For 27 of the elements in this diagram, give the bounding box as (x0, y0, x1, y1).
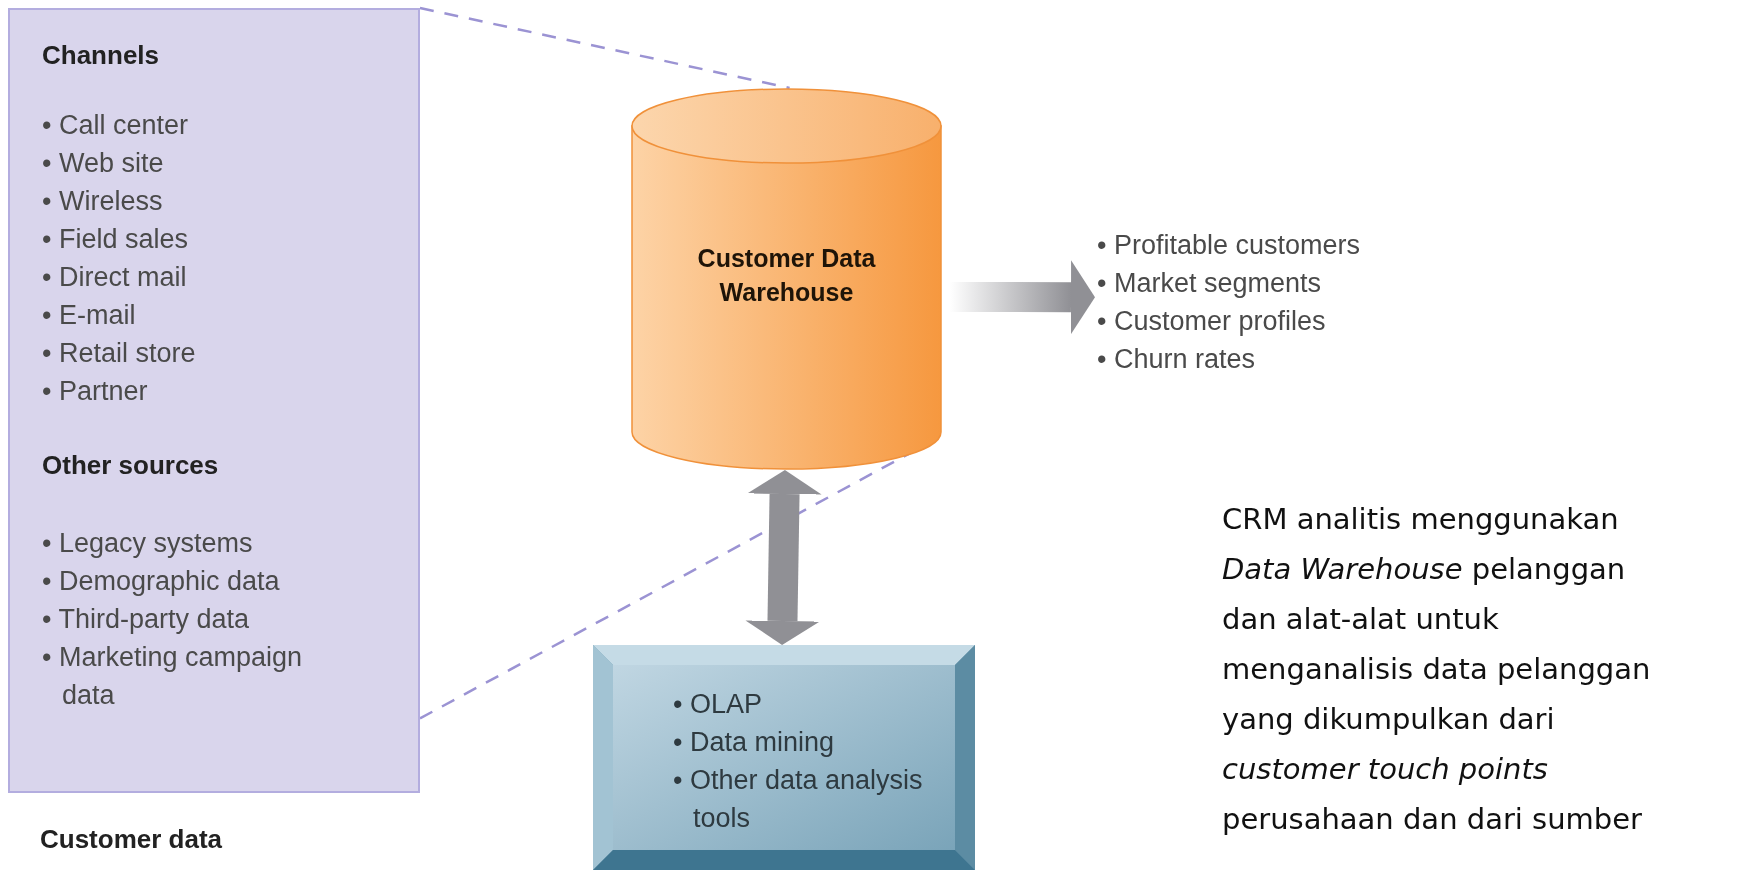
list-item: • Profitable customers (1097, 229, 1361, 262)
list-item: • Other data analysis tools (673, 764, 924, 835)
node-label: Customer Data Warehouse (696, 243, 877, 308)
list-item: • Customer profiles (1097, 305, 1326, 338)
list-item: • Marketing campaign data (42, 641, 304, 712)
list-item: • Market segments (1097, 267, 1322, 300)
source-panel (8, 8, 420, 793)
dashed-line (419, 6, 790, 90)
section-heading: Channels (42, 39, 160, 72)
list-item: • Field sales (42, 223, 188, 256)
list-item: • E-mail (42, 299, 136, 332)
list-item: • Wireless (42, 185, 164, 218)
list-item: • Demographic data (42, 565, 280, 598)
description-paragraph: CRM analitis menggunakan Data Warehouse pelanggan dan alat-alat untuk menganalisis data pelanggan yang dikumpulkan dari customer touch points perusahaan dan dari sumber (1222, 501, 1652, 838)
block-arrow (745, 470, 822, 645)
section-heading: Other sources (42, 449, 219, 482)
list-item: • Direct mail (42, 261, 187, 294)
list-item: • Legacy systems (42, 527, 253, 560)
list-item: • OLAP (673, 688, 763, 721)
list-item: • Data mining (673, 726, 835, 759)
list-item: • Retail store (42, 337, 196, 370)
list-item: • Third-party data (42, 603, 250, 636)
list-item: • Call center (42, 109, 188, 142)
panel-caption: Customer data (40, 824, 223, 855)
list-item: • Partner (42, 375, 149, 408)
list-item: • Churn rates (1097, 343, 1256, 376)
list-item: • Web site (42, 147, 164, 180)
